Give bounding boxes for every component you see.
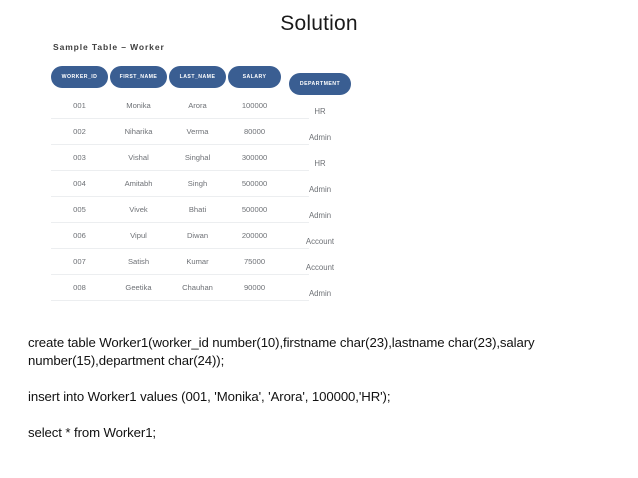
cell-department: Admin — [308, 133, 332, 142]
table-row: 008 Geetika Chauhan 90000 Admin — [51, 275, 331, 301]
cell-department: Admin — [308, 289, 332, 298]
cell-department: HR — [314, 107, 326, 116]
table-row: 007 Satish Kumar 75000 Account — [51, 249, 334, 275]
page-title: Solution — [280, 12, 358, 35]
column-header-first-name: FIRST_NAME — [110, 66, 167, 88]
table-row: 005 Vivek Bhati 500000 Admin — [51, 197, 331, 223]
table-row: 006 Vipul Diwan 200000 Account — [51, 223, 334, 249]
cell-last-name: Bhati — [188, 205, 207, 214]
cell-salary: 100000 — [241, 101, 268, 110]
sample-table-body: 001 Monika Arora 100000 HR 002 Niharika … — [51, 93, 334, 301]
cell-salary: 500000 — [241, 205, 268, 214]
sql-spacer — [28, 406, 614, 424]
cell-department: Account — [305, 263, 335, 272]
cell-worker-id: 003 — [73, 153, 86, 162]
cell-salary: 300000 — [241, 153, 268, 162]
cell-worker-id: 001 — [73, 101, 86, 110]
cell-worker-id: 006 — [73, 231, 86, 240]
cell-first-name: Monika — [126, 101, 151, 110]
cell-first-name: Amitabh — [124, 179, 153, 188]
cell-first-name: Geetika — [125, 283, 152, 292]
cell-last-name: Arora — [188, 101, 207, 110]
cell-last-name: Verma — [186, 127, 209, 136]
sql-select-statement: select * from Worker1; — [28, 425, 157, 440]
cell-first-name: Vipul — [130, 231, 147, 240]
cell-salary: 90000 — [243, 283, 266, 292]
cell-last-name: Chauhan — [182, 283, 213, 292]
cell-department: HR — [314, 159, 326, 168]
sample-table-figure: Sample Table – Worker WORKER_ID FIRST_NA… — [40, 36, 351, 304]
sql-create-statement-line-2: number(15),department char(24)); — [28, 353, 225, 368]
table-row: 001 Monika Arora 100000 HR — [51, 93, 326, 119]
cell-last-name: Singhal — [184, 153, 211, 162]
cell-last-name: Kumar — [186, 257, 209, 266]
table-row: 003 Vishal Singhal 300000 HR — [51, 145, 326, 171]
table-row: 004 Amitabh Singh 500000 Admin — [51, 171, 331, 197]
sql-insert-statement: insert into Worker1 values (001, 'Monika… — [28, 389, 391, 404]
cell-last-name: Singh — [187, 179, 208, 188]
cell-worker-id: 008 — [73, 283, 86, 292]
cell-department: Admin — [308, 211, 332, 220]
cell-first-name: Vivek — [129, 205, 148, 214]
cell-last-name: Diwan — [186, 231, 209, 240]
cell-department: Admin — [308, 185, 332, 194]
cell-salary: 80000 — [243, 127, 266, 136]
sample-table-header-row: WORKER_ID FIRST_NAME LAST_NAME SALARY DE… — [51, 65, 351, 95]
column-header-salary: SALARY — [228, 66, 281, 88]
cell-first-name: Satish — [127, 257, 150, 266]
cell-first-name: Niharika — [124, 127, 153, 136]
cell-worker-id: 007 — [73, 257, 86, 266]
cell-department: Account — [305, 237, 335, 246]
cell-salary: 500000 — [241, 179, 268, 188]
column-header-department: DEPARTMENT — [289, 73, 351, 95]
sql-create-statement-line-1: create table Worker1(worker_id number(10… — [28, 335, 535, 350]
sql-spacer — [28, 370, 614, 388]
sample-table-caption: Sample Table – Worker — [53, 42, 165, 52]
column-header-worker-id: WORKER_ID — [51, 66, 108, 88]
table-row: 002 Niharika Verma 80000 Admin — [51, 119, 331, 145]
sql-code-block: create table Worker1(worker_id number(10… — [28, 334, 614, 442]
cell-salary: 200000 — [241, 231, 268, 240]
cell-salary: 75000 — [243, 257, 266, 266]
cell-worker-id: 005 — [73, 205, 86, 214]
cell-first-name: Vishal — [128, 153, 149, 162]
column-header-last-name: LAST_NAME — [169, 66, 226, 88]
cell-worker-id: 004 — [73, 179, 86, 188]
cell-worker-id: 002 — [73, 127, 86, 136]
